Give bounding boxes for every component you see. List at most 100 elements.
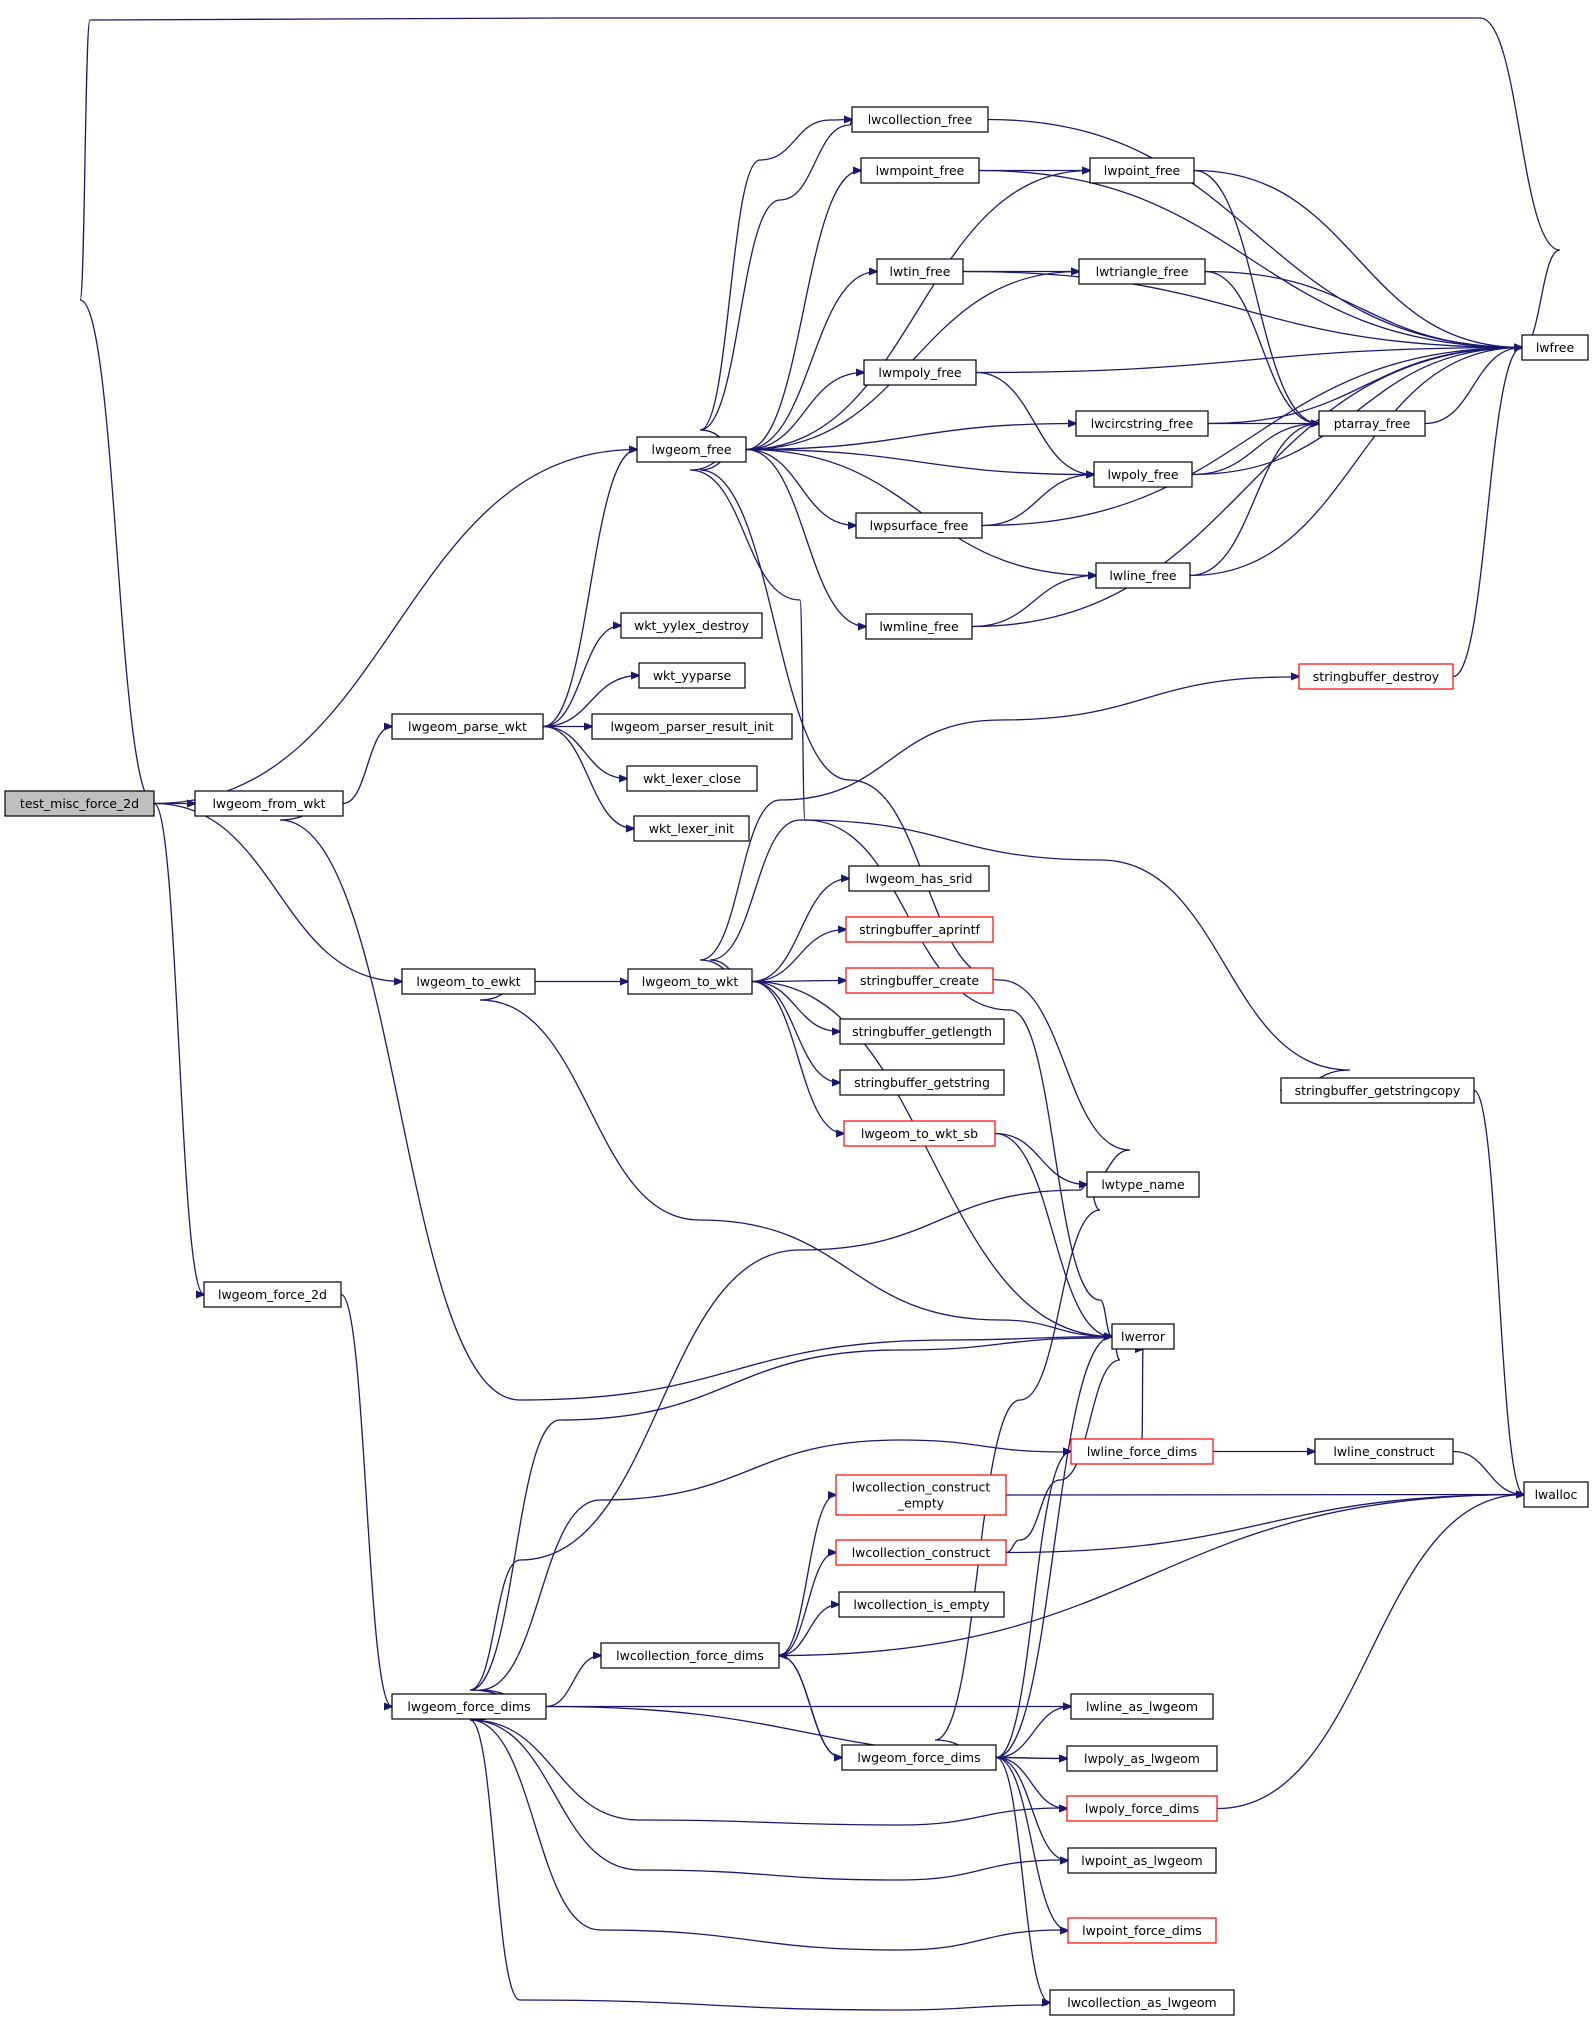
- node-box: [1093, 461, 1193, 488]
- node-box: [841, 1744, 997, 1771]
- edge-lwgeom_force_dims_b-to-lwpoint_force_dims: [995, 1756, 1068, 1931]
- node-label: lwcollection_is_empty: [853, 1597, 990, 1612]
- node-label: stringbuffer_create: [860, 973, 979, 988]
- node-lwgeom-to-wkt-sb[interactable]: lwgeom_to_wkt_sb: [843, 1120, 996, 1147]
- edge-stringbuffer_destroy-to-lwfree: [1452, 348, 1522, 678]
- node-lwgeom-to-ewkt[interactable]: lwgeom_to_ewkt: [401, 968, 536, 995]
- node-label: _empty: [897, 1496, 945, 1511]
- node-lwcollection-construct-empty[interactable]: lwcollection_construct_empty: [835, 1474, 1007, 1516]
- node-ptarray-free[interactable]: ptarray_free: [1318, 410, 1426, 437]
- node-lwcollection-is-empty[interactable]: lwcollection_is_empty: [838, 1591, 1005, 1618]
- edge-lwgeom_parse_wkt-to-wkt_lexer_init: [542, 725, 634, 829]
- node-lwpoly-free[interactable]: lwpoly_free: [1093, 461, 1193, 488]
- node-box: [401, 968, 536, 995]
- node-label: wkt_yyparse: [653, 668, 732, 683]
- node-lwgeom-from-wkt[interactable]: lwgeom_from_wkt: [194, 790, 344, 817]
- edge-lwgeom_to_wkt-to-lwgeom_has_srid: [751, 879, 849, 983]
- edge-lwcollection_construct_empty-to-lwalloc: [1005, 1495, 1524, 1496]
- edge-lwgeom_free-to-lwtin_free: [745, 272, 877, 451]
- node-label: lwcollection_construct: [852, 1545, 991, 1560]
- node-lwmline-free[interactable]: lwmline_free: [865, 613, 973, 640]
- node-label: stringbuffer_getstring: [854, 1075, 990, 1090]
- node-lwerror[interactable]: lwerror: [1111, 1323, 1175, 1350]
- node-lwline-force-dims[interactable]: lwline_force_dims: [1070, 1438, 1214, 1465]
- node-lwgeom-parser-result-init[interactable]: lwgeom_parser_result_init: [591, 713, 793, 740]
- node-wkt-yyparse[interactable]: wkt_yyparse: [638, 662, 746, 689]
- edge-lwgeom_force_dims_a-to-lwcollection_force_dims: [545, 1656, 601, 1708]
- node-label: lwgeom_has_srid: [866, 871, 973, 886]
- node-test-misc-force-2d[interactable]: test_misc_force_2d: [4, 790, 155, 817]
- node-stringbuffer-getstring[interactable]: stringbuffer_getstring: [839, 1069, 1005, 1096]
- node-lwcollection-force-dims[interactable]: lwcollection_force_dims: [600, 1642, 780, 1669]
- edge-lwgeom_free-to-lwcircstring_free: [745, 424, 1076, 451]
- node-label: lwline_force_dims: [1087, 1444, 1197, 1459]
- edge-lwgeom_parse_wkt-to-lwgeom_free: [542, 450, 637, 728]
- edge-lwgeom_force_dims_a-to-lwpoint_force_dims: [469, 1705, 1068, 1951]
- node-lwgeom-to-wkt[interactable]: lwgeom_to_wkt: [627, 968, 753, 995]
- node-box: [203, 1281, 342, 1308]
- node-lwline-free[interactable]: lwline_free: [1095, 562, 1191, 589]
- edge-lwcollection_force_dims-to-lwcollection_construct: [778, 1553, 836, 1657]
- node-stringbuffer-aprintf[interactable]: stringbuffer_aprintf: [845, 916, 994, 943]
- node-box: [1298, 663, 1454, 690]
- edge-lwline_free-to-ptarray_free: [1189, 424, 1319, 577]
- node-lwgeom-force-dims-b[interactable]: lwgeom_force_dims: [841, 1744, 997, 1771]
- node-lwgeom-parse-wkt[interactable]: lwgeom_parse_wkt: [391, 713, 544, 740]
- node-lwgeom-force-2d[interactable]: lwgeom_force_2d: [203, 1281, 342, 1308]
- edge-lwgeom_free-to-lwpoly_free: [745, 448, 1094, 475]
- node-label: lwgeom_from_wkt: [212, 796, 325, 811]
- node-lwgeom-free[interactable]: lwgeom_free: [636, 436, 747, 463]
- node-label: lwpsurface_free: [870, 518, 969, 533]
- node-lwpsurface-free[interactable]: lwpsurface_free: [855, 512, 983, 539]
- edge-lwpoint_free-to-ptarray_free: [1193, 169, 1319, 424]
- node-wkt-yylex-destroy[interactable]: wkt_yylex_destroy: [620, 612, 763, 639]
- node-lwpoly-as-lwgeom[interactable]: lwpoly_as_lwgeom: [1066, 1745, 1218, 1772]
- node-lwgeom-has-srid[interactable]: lwgeom_has_srid: [848, 865, 990, 892]
- edge-lwgeom_free-to-lwtype_name: [699, 448, 1131, 1185]
- node-lwcollection-construct[interactable]: lwcollection_construct: [835, 1539, 1007, 1566]
- node-lwtriangle-free[interactable]: lwtriangle_free: [1078, 258, 1206, 285]
- node-lwalloc[interactable]: lwalloc: [1523, 1481, 1589, 1508]
- node-stringbuffer-getstringcopy[interactable]: stringbuffer_getstringcopy: [1280, 1077, 1475, 1104]
- edge-lwcollection_free-to-lwgeom_free: [699, 118, 853, 450]
- node-stringbuffer-getlength[interactable]: stringbuffer_getlength: [839, 1018, 1005, 1045]
- edge-lwgeom_force_dims_a-to-lwerror: [469, 1337, 1112, 1708]
- node-lwcircstring-free[interactable]: lwcircstring_free: [1075, 410, 1209, 437]
- node-box: [1070, 1438, 1214, 1465]
- node-box: [391, 713, 544, 740]
- edge-lwcollection_free-to-lwfree: [987, 118, 1522, 348]
- node-lwcollection-free[interactable]: lwcollection_free: [851, 106, 989, 133]
- node-lwtin-free[interactable]: lwtin_free: [876, 258, 964, 285]
- node-lwline-as-lwgeom[interactable]: lwline_as_lwgeom: [1070, 1693, 1214, 1720]
- node-label: test_misc_force_2d: [20, 796, 139, 811]
- node-stringbuffer-create[interactable]: stringbuffer_create: [845, 967, 994, 994]
- edge-lwmpoint_free-to-lwfree: [978, 169, 1522, 348]
- edge-lwgeom_free-to-lwpoint_free: [745, 171, 1090, 451]
- node-box: [855, 512, 983, 539]
- node-layer: test_misc_force_2d lwgeom_from_wkt lwgeom_…: [4, 106, 1589, 2016]
- node-lwpoint-force-dims[interactable]: lwpoint_force_dims: [1067, 1917, 1217, 1944]
- node-lwmpoint-free[interactable]: lwmpoint_free: [860, 157, 980, 184]
- node-wkt-lexer-init[interactable]: wkt_lexer_init: [633, 815, 750, 842]
- node-lwline-construct[interactable]: lwline_construct: [1314, 1438, 1454, 1465]
- node-label: lwgeom_force_dims: [857, 1750, 980, 1765]
- node-stringbuffer-destroy[interactable]: stringbuffer_destroy: [1298, 663, 1454, 690]
- node-label: lwline_construct: [1333, 1444, 1434, 1459]
- node-lwpoint-free[interactable]: lwpoint_free: [1089, 157, 1195, 184]
- node-lwcollection-as-lwgeom[interactable]: lwcollection_as_lwgeom: [1049, 1989, 1235, 2016]
- node-box: [1318, 410, 1426, 437]
- edge-layer: [79, 17, 1561, 2011]
- node-lwpoly-force-dims[interactable]: lwpoly_force_dims: [1066, 1795, 1218, 1822]
- node-label: lwgeom_to_wkt: [642, 974, 739, 989]
- node-lwmpoly-free[interactable]: lwmpoly_free: [863, 359, 977, 386]
- node-lwtype-name[interactable]: lwtype_name: [1086, 1171, 1200, 1198]
- node-label: lwalloc: [1535, 1487, 1578, 1502]
- node-label: lwtriangle_free: [1096, 264, 1189, 279]
- node-lwfree[interactable]: lwfree: [1521, 334, 1589, 361]
- node-wkt-lexer-close[interactable]: wkt_lexer_close: [626, 765, 758, 792]
- node-lwgeom-force-dims-a[interactable]: lwgeom_force_dims: [391, 1693, 547, 1720]
- edge-lwpsurface_free-to-lwfree: [981, 348, 1522, 527]
- edge-lwpoly_force_dims-to-lwalloc: [1216, 1495, 1524, 1810]
- node-box: [839, 1069, 1005, 1096]
- node-lwpoint-as-lwgeom[interactable]: lwpoint_as_lwgeom: [1067, 1847, 1217, 1874]
